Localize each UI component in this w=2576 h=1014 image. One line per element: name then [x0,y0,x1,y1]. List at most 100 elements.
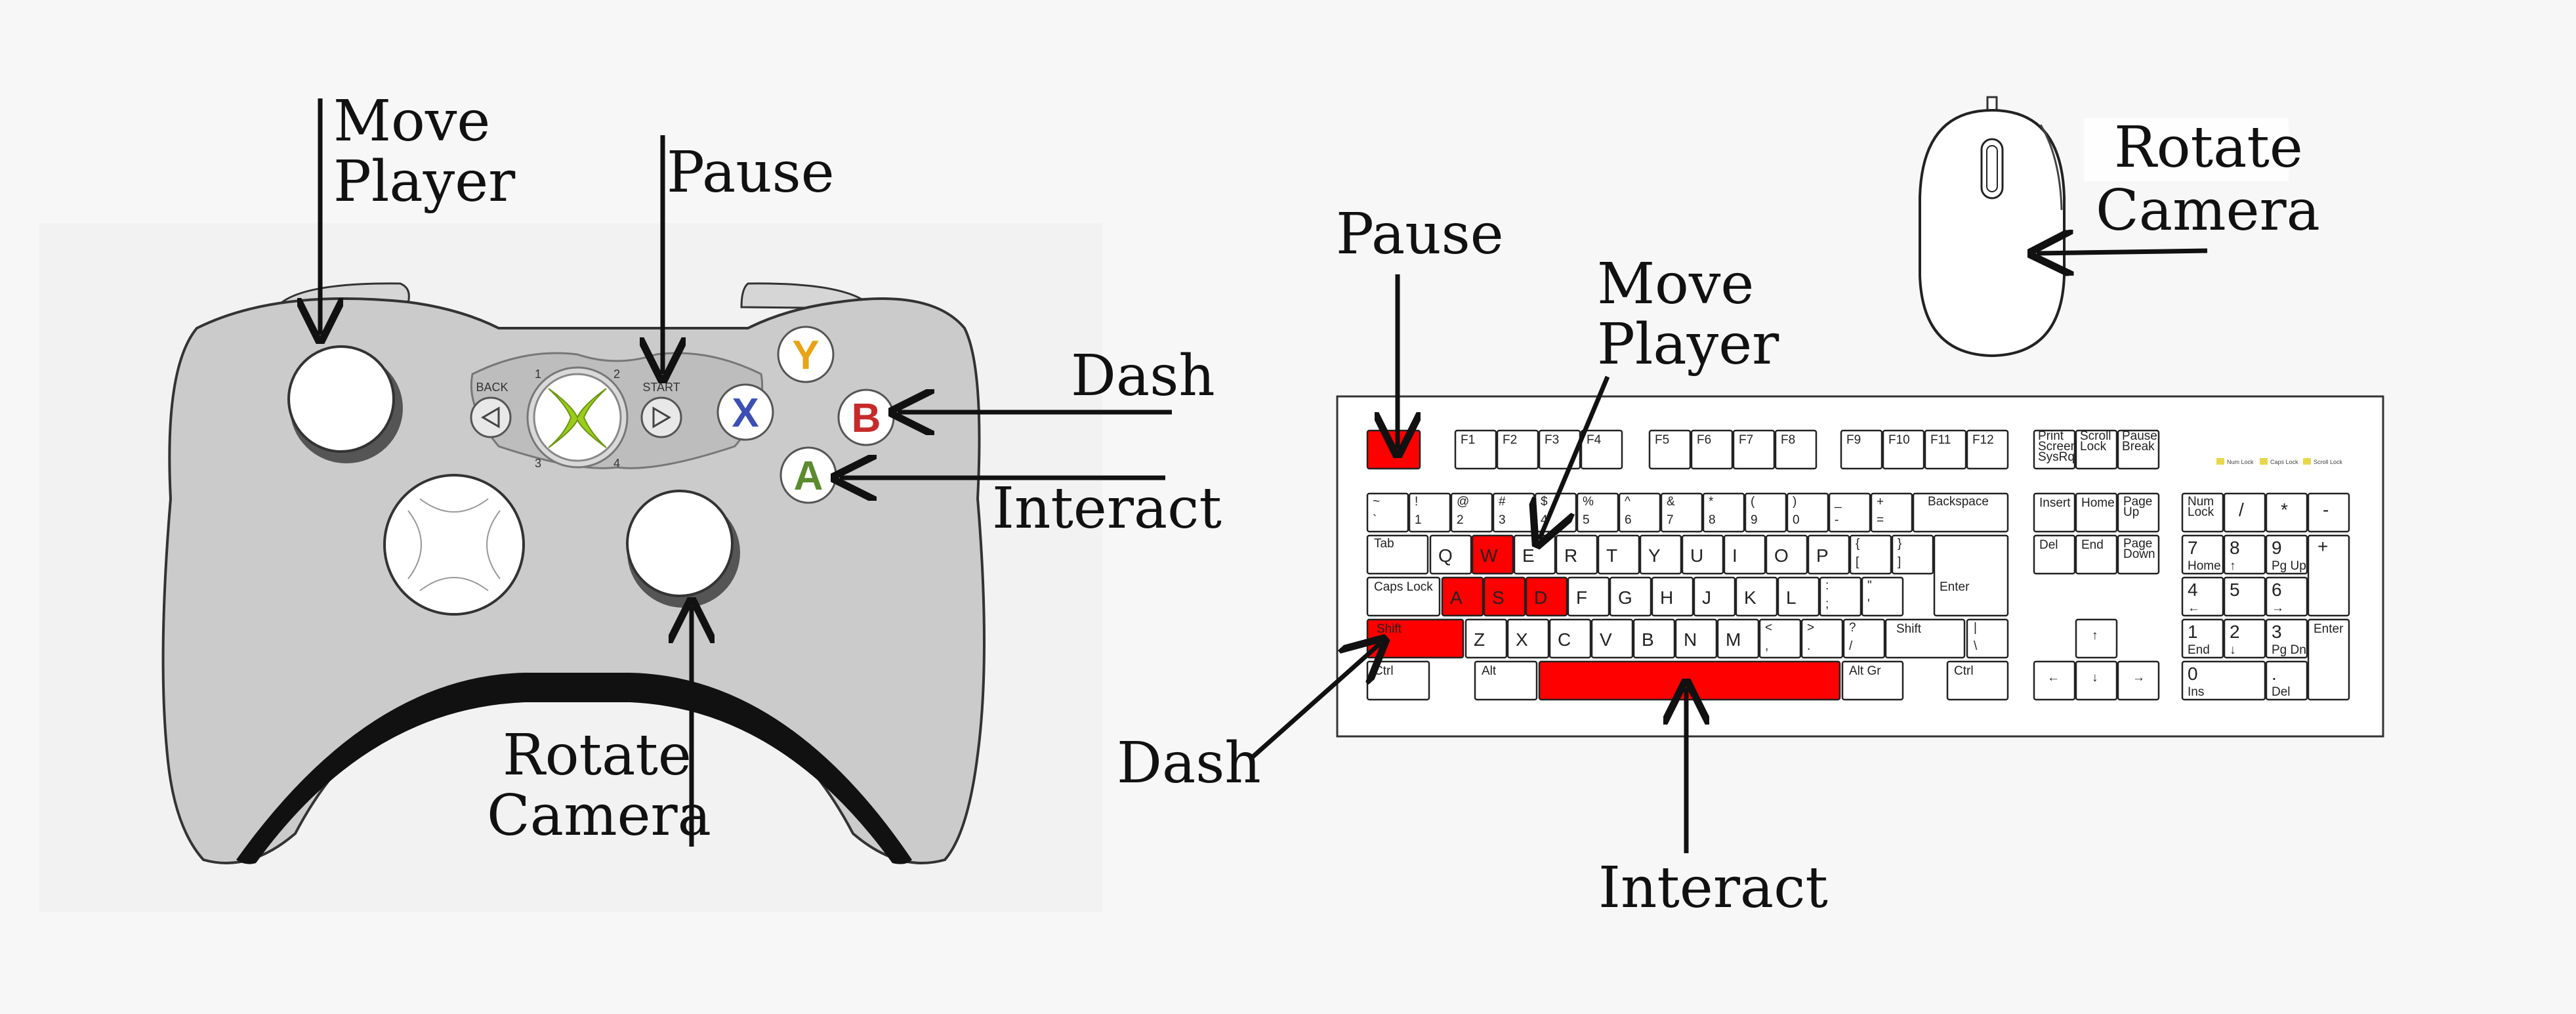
key-pipe[interactable] [1966,618,2009,659]
key-num-star[interactable] [2265,492,2308,533]
left-stick[interactable] [287,345,395,453]
key-z-c[interactable] [1548,618,1592,659]
key-f3[interactable] [1538,429,1581,470]
key-f5[interactable] [1648,429,1692,470]
key-num-lock[interactable] [2181,492,2224,533]
key-f1[interactable] [1454,429,1497,470]
key-num-0[interactable] [1786,492,1829,533]
key-q-y[interactable] [1639,534,1682,575]
key-arrow-up[interactable] [2075,618,2118,659]
key-right-ctrl[interactable] [1946,660,2009,701]
back-button[interactable] [470,396,512,438]
key-numpad-0[interactable] [2181,534,2224,575]
dpad[interactable] [383,474,525,616]
key-z-sym-2[interactable] [1842,618,1886,659]
key-num-8[interactable] [1702,492,1745,533]
key-sys-0[interactable] [2033,429,2076,470]
key-nav-top-2[interactable] [2117,492,2160,533]
key-z-z[interactable] [1465,618,1508,659]
y-button[interactable] [777,326,835,383]
key-f11[interactable] [1924,429,1967,470]
key-numpad-7[interactable] [2223,618,2266,659]
key-numpad-dot[interactable] [2265,660,2308,701]
key-f12[interactable] [1966,429,2009,470]
key-q-sym-0[interactable] [1849,534,1892,575]
key-numpad-0[interactable] [2181,660,2266,701]
key-arrow-down[interactable] [2075,660,2118,701]
key-z-sym-1[interactable] [1800,618,1844,659]
key-a-sym-1[interactable] [1861,576,1904,617]
key-f2[interactable] [1496,429,1539,470]
key-q-o[interactable] [1765,534,1808,575]
key-arrow-left[interactable] [2033,660,2076,701]
key-enter[interactable] [1933,534,2009,617]
key-numpad-5[interactable] [2265,576,2308,617]
key-alt-gr[interactable] [1841,660,1904,701]
key-num-2[interactable] [1450,492,1493,533]
key-a-a[interactable] [1441,576,1484,617]
key-a-l[interactable] [1777,576,1820,617]
key-sys-1[interactable] [2075,429,2118,470]
key-sys-2[interactable] [2117,429,2160,470]
key-num-1[interactable] [1408,492,1451,533]
key-z-x[interactable] [1506,618,1550,659]
key-q-u[interactable] [1681,534,1724,575]
key-z-n[interactable] [1674,618,1718,659]
key-a-h[interactable] [1651,576,1694,617]
key-f9[interactable] [1840,429,1883,470]
key-q-e[interactable] [1513,534,1556,575]
key-a-s[interactable] [1483,576,1526,617]
key-num-sym[interactable] [1870,492,1913,533]
key-esc[interactable] [1366,429,1421,470]
key-a-f[interactable] [1567,576,1610,617]
key-num-minus[interactable] [2307,492,2350,533]
key-q-i[interactable] [1723,534,1766,575]
key-space[interactable] [1538,660,1841,701]
key-numpad-8[interactable] [2265,618,2308,659]
key-num-sym[interactable] [1828,492,1871,533]
key-num-plus[interactable] [2307,534,2350,617]
key-numpad-4[interactable] [2223,576,2266,617]
key-num-7[interactable] [1660,492,1703,533]
key-numpad-3[interactable] [2181,576,2224,617]
key-f8[interactable] [1774,429,1818,470]
right-stick[interactable] [626,490,734,597]
key-nav-top-0[interactable] [2033,492,2076,533]
key-caps-lock[interactable] [1366,576,1441,617]
key-right-shift[interactable] [1884,618,1966,659]
key-tab[interactable] [1366,534,1429,575]
key-q-w[interactable] [1471,534,1514,575]
key-q-sym-1[interactable] [1891,534,1934,575]
key-a-k[interactable] [1735,576,1778,617]
key-z-sym-0[interactable] [1758,618,1802,659]
key-z-v[interactable] [1590,618,1634,659]
key-a-g[interactable] [1609,576,1652,617]
key-num-6[interactable] [1618,492,1661,533]
key-nav-bot-0[interactable] [2033,534,2076,575]
key-nav-bot-2[interactable] [2117,534,2160,575]
key-f4[interactable] [1580,429,1623,470]
key-q-p[interactable] [1807,534,1850,575]
key-a-d[interactable] [1525,576,1568,617]
key-left-alt[interactable] [1474,660,1538,701]
key-f10[interactable] [1882,429,1925,470]
key-f7[interactable] [1732,429,1776,470]
key-q-q[interactable] [1429,534,1472,575]
key-arrow-right[interactable] [2117,660,2160,701]
key-num-enter[interactable] [2307,618,2350,701]
key-num-5[interactable] [1576,492,1619,533]
key-num-9[interactable] [1744,492,1787,533]
key-a-sym-0[interactable] [1819,576,1862,617]
start-button[interactable] [640,396,682,438]
key-num-sym[interactable] [1366,492,1409,533]
key-numpad-6[interactable] [2181,618,2224,659]
key-numpad-1[interactable] [2223,534,2266,575]
key-numpad-2[interactable] [2265,534,2308,575]
key-backspace[interactable] [1912,492,2009,533]
key-z-b[interactable] [1632,618,1676,659]
mouse-body[interactable] [1919,108,2066,358]
x-button[interactable] [717,383,774,441]
key-f6[interactable] [1690,429,1734,470]
key-z-m[interactable] [1716,618,1760,659]
key-nav-bot-1[interactable] [2075,534,2118,575]
